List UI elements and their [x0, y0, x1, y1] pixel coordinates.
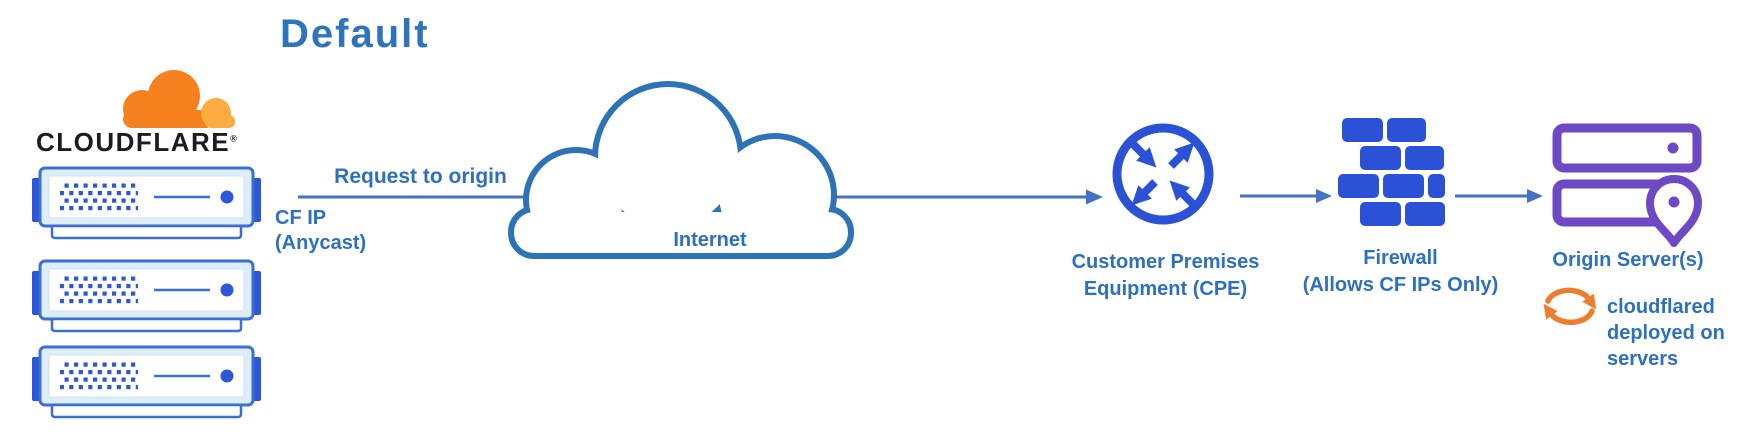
origin-server-icon [1552, 123, 1702, 247]
cloudflared-note-line3: servers [1607, 348, 1679, 370]
cloudflare-wordmark: CLOUDFLARE® [36, 127, 237, 158]
registered-mark: ® [230, 133, 237, 144]
cpe-router-icon [1112, 123, 1214, 225]
cloudflared-sync-icon [1543, 287, 1597, 326]
origin-server-label: Origin Server(s) [1552, 249, 1704, 271]
diagram-title: Default [280, 12, 430, 56]
location-pin-icon [1646, 175, 1702, 247]
cloudflare-cloud-light [201, 98, 235, 128]
firewall-icon [1338, 118, 1445, 226]
cf-ip-line1: CF IP [275, 207, 327, 229]
cf-ip-anycast-label: CF IP (Anycast) [275, 206, 366, 256]
firewall-to-origin-arrow [1455, 189, 1543, 203]
cpe-label: Customer Premises Equipment (CPE) [1048, 249, 1283, 303]
cloudflare-cloud-main [123, 70, 215, 128]
cloudflared-note-line1: cloudflared [1607, 296, 1715, 318]
firewall-label-line1: Firewall [1363, 247, 1438, 269]
cloudflare-wordmark-text: CLOUDFLARE [36, 127, 231, 157]
firewall-label: Firewall (Allows CF IPs Only) [1283, 245, 1518, 299]
internet-label: Internet [673, 229, 747, 251]
cloudflare-cloud-logo-icon [123, 70, 235, 128]
cpe-label-line1: Customer Premises [1071, 251, 1260, 273]
firewall-label-line2: (Allows CF IPs Only) [1302, 274, 1499, 296]
cpe-to-firewall-arrow [1240, 189, 1332, 203]
request-arrow-label: Request to origin [334, 165, 507, 188]
cloudflared-note: cloudflared deployed on servers [1607, 294, 1725, 372]
cf-ip-line2: (Anycast) [275, 232, 367, 254]
cpe-label-line2: Equipment (CPE) [1083, 278, 1248, 300]
cloudflared-note-line2: deployed on [1607, 322, 1725, 344]
internet-cloud-icon [508, 81, 854, 259]
